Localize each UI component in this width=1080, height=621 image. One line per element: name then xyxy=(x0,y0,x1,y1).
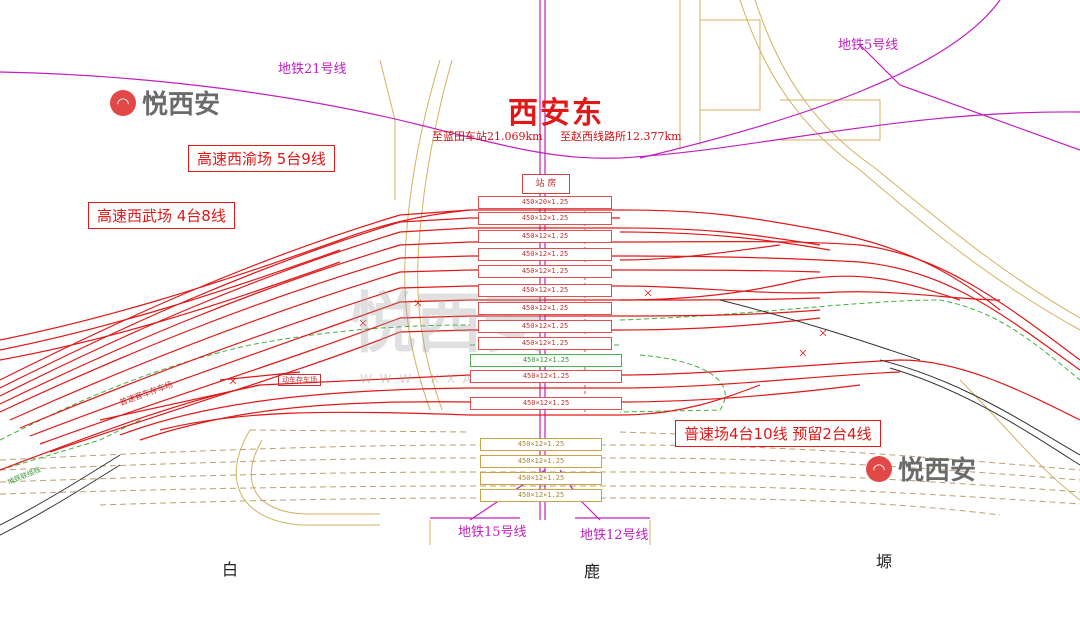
platform: 450×12×1.25 xyxy=(478,284,612,297)
mountain-wave-icon: ◠ xyxy=(866,455,892,482)
logo-bottom-right: ◠ 悦西安 xyxy=(866,450,976,487)
platform: 450×12×1.25 xyxy=(478,337,612,350)
mountain-wave-icon: ◠ xyxy=(110,89,136,116)
main-tracks xyxy=(0,209,1080,471)
platform: 450×20×1.25 xyxy=(478,196,612,209)
platform: 450×12×1.25 xyxy=(478,212,612,225)
logo-top-left: ◠ 悦西安 xyxy=(110,84,220,121)
platform-reserved: 450×12×1.25 xyxy=(480,438,602,451)
metro-line5-label: 地铁5号线 xyxy=(838,38,899,53)
place-label-right: 塬 xyxy=(876,552,893,571)
platform: 450×12×1.25 xyxy=(478,230,612,243)
place-label-left: 白 xyxy=(222,560,239,579)
metro-line21-label: 地铁21号线 xyxy=(278,62,347,77)
yard-label-xiwu: 高速西武场 4台8线 xyxy=(88,202,235,229)
platform: 450×12×1.25 xyxy=(470,397,622,410)
platform: 450×12×1.25 xyxy=(470,370,622,383)
yard-label-xiyu: 高速西渝场 5台9线 xyxy=(188,145,335,172)
metro-line15-label: 地铁15号线 xyxy=(458,525,527,540)
station-house: 站 房 xyxy=(522,174,570,194)
switch-marks xyxy=(229,289,827,385)
platform: 450×12×1.25 xyxy=(478,320,612,333)
platform: 450×12×1.25 xyxy=(478,302,612,315)
existing-lines xyxy=(0,299,1080,536)
metro-line12-label: 地铁12号线 xyxy=(580,528,649,543)
platform: 450×12×1.25 xyxy=(470,354,622,367)
platform: 450×12×1.25 xyxy=(478,265,612,278)
platform-reserved: 450×12×1.25 xyxy=(480,489,602,502)
road-lines xyxy=(235,0,1080,545)
distance-left: 至蓝田车站21.069km xyxy=(432,130,543,143)
platform-reserved: 450×12×1.25 xyxy=(480,472,602,485)
platform: 450×12×1.25 xyxy=(478,248,612,261)
platform-reserved: 450×12×1.25 xyxy=(480,455,602,468)
distance-right: 至赵西线路所12.377km xyxy=(560,130,682,143)
depot2-label: 动车存车场 xyxy=(278,374,321,386)
station-title: 西安东 xyxy=(508,96,604,131)
place-label-center: 鹿 xyxy=(584,562,601,581)
yard-label-conventional: 普速场4台10线 预留2台4线 xyxy=(675,420,881,447)
